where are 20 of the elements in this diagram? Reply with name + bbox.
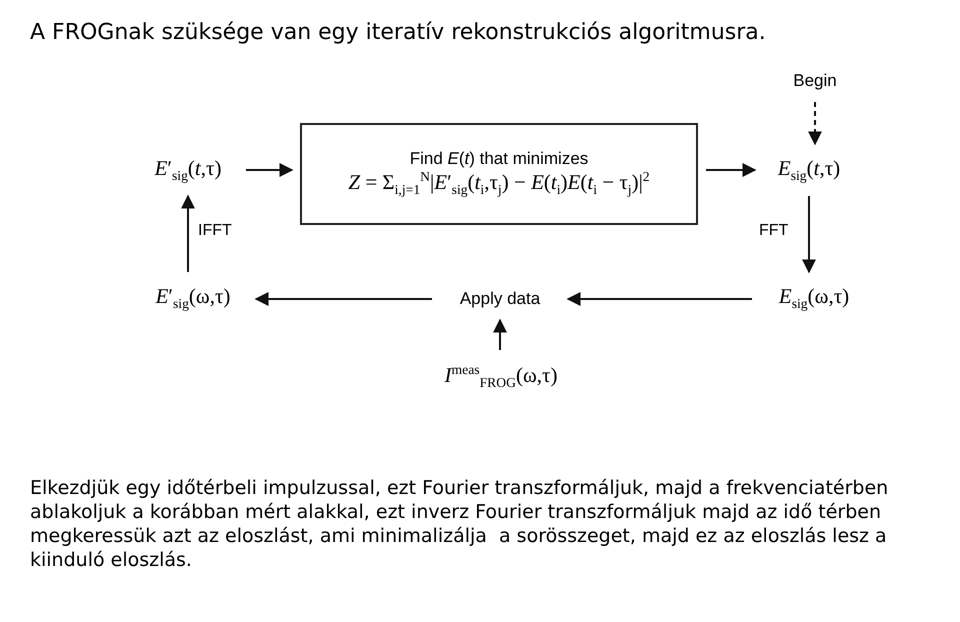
arrow (254, 292, 432, 306)
arrow (181, 194, 195, 272)
formula: E′$_{sig}$(t,τ) (154, 156, 222, 184)
caption-paragraph: Elkezdjük egy időtérbeli impulzussal, ezt Fourier transzformáljuk, majd a frekvenciatérben ablakoljuk a korábban mért alakkal, ezt inverz Fourier transzformáljuk majd az idő térben megkeressük azt az eloszlást, ami minimalizálja a sorösszeget, majd ez az eloszlás lesz a kiinduló eloszlás. (30, 476, 890, 572)
arrow (566, 292, 752, 306)
node-text: Apply data (460, 289, 540, 309)
arrow (493, 318, 507, 350)
formula: E$_{sig}$(t,τ) (778, 156, 840, 184)
node-text: Begin (793, 71, 837, 91)
arrow (802, 196, 816, 274)
formula: E$_{sig}$(ω,τ) (778, 284, 850, 312)
node-text: Find E(t) that minimizes (410, 149, 588, 170)
arrow (706, 163, 756, 177)
formula: I$^{meas}$$_{FROG}$(ω,τ) (444, 362, 558, 392)
title: A FROGnak szüksége van egy iteratív rekonstrukciós algoritmusra. (30, 20, 766, 45)
process-box (300, 123, 698, 225)
arrow (808, 102, 822, 146)
formula: E′$_{sig}$(ω,τ) (156, 284, 230, 312)
arrow (246, 163, 294, 177)
formula: Z = Σ$_{i,j=1}$$^{N}$|E′$_{sig}$(t$_{i}$,τ$_{j}$) − E(t$_{i}$)E(t$_{i}$ − τ$_{j}$)|$^{2}$ (348, 169, 650, 199)
